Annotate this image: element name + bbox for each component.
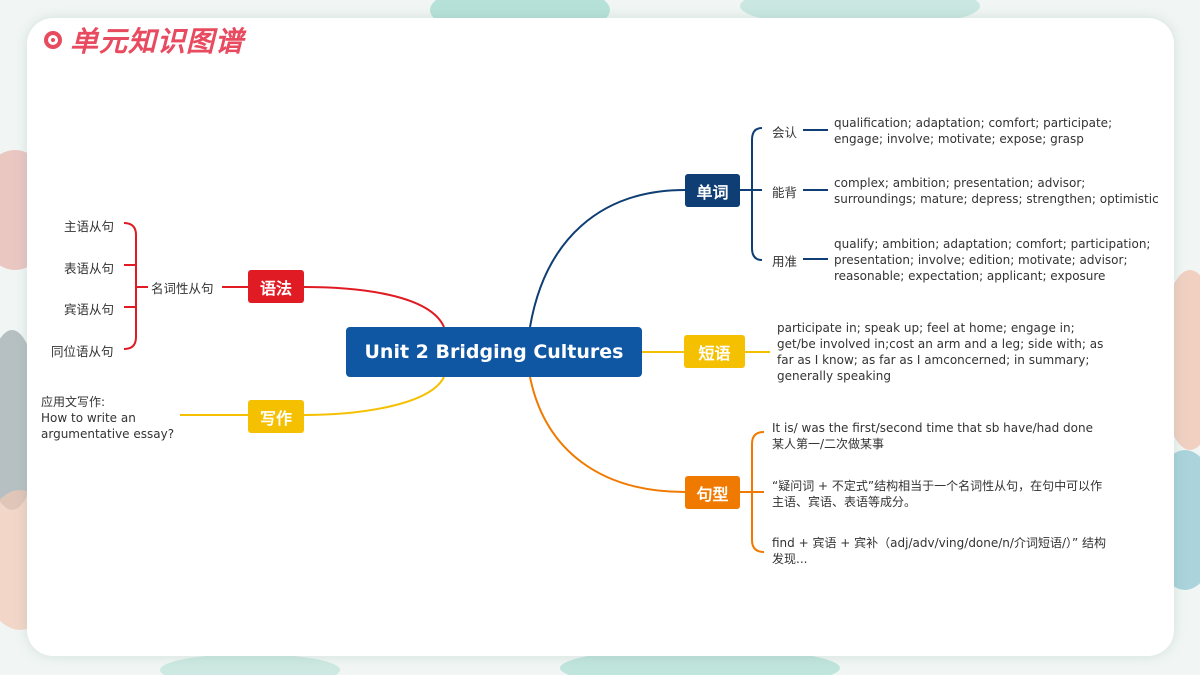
- branch-words: 单词: [685, 174, 740, 207]
- phrases-list: participate in; speak up; feel at home; …: [777, 321, 1104, 383]
- words-use-list: qualify; ambition; adaptation; comfort; …: [834, 237, 1151, 283]
- pattern-item-1: It is/ was the first/second time that sb…: [772, 421, 1093, 451]
- target-icon: [44, 31, 62, 49]
- grammar-node-noun-clause: 名词性从句: [151, 281, 214, 296]
- writing-task: 应用文写作: How to write an argumentative ess…: [41, 394, 191, 442]
- writing-task-topic: How to write an argumentative essay?: [41, 411, 175, 441]
- pattern-item-2: “疑问词 + 不定式”结构相当于一个名词性从句，在句中可以作主语、宾语、表语等成…: [772, 479, 1103, 509]
- central-topic: Unit 2 Bridging Cultures: [346, 327, 642, 377]
- grammar-object-clause: 宾语从句: [64, 302, 115, 317]
- writing-task-type: 应用文写作:: [41, 395, 106, 409]
- page-title: 单元知识图谱: [44, 22, 244, 58]
- words-level-recite: 能背: [772, 185, 798, 200]
- branch-phrases: 短语: [684, 335, 745, 368]
- words-recite-list: complex; ambition; presentation; advisor…: [834, 176, 1159, 206]
- words-level-recognize: 会认: [772, 125, 798, 140]
- branch-grammar: 语法: [248, 270, 304, 303]
- page-title-text: 单元知识图谱: [70, 25, 245, 58]
- words-level-use: 用准: [772, 254, 798, 269]
- grammar-appositive-clause: 同位语从句: [51, 344, 114, 359]
- branch-writing: 写作: [248, 400, 304, 433]
- pattern-item-3: find + 宾语 + 宾补（adj/adv/ving/done/n/介词短语/…: [772, 536, 1107, 566]
- grammar-subject-clause: 主语从句: [64, 219, 115, 234]
- branch-sentence-patterns: 句型: [685, 476, 740, 509]
- words-recognize-list: qualification; adaptation; comfort; part…: [834, 116, 1113, 146]
- grammar-predicative-clause: 表语从句: [64, 261, 115, 276]
